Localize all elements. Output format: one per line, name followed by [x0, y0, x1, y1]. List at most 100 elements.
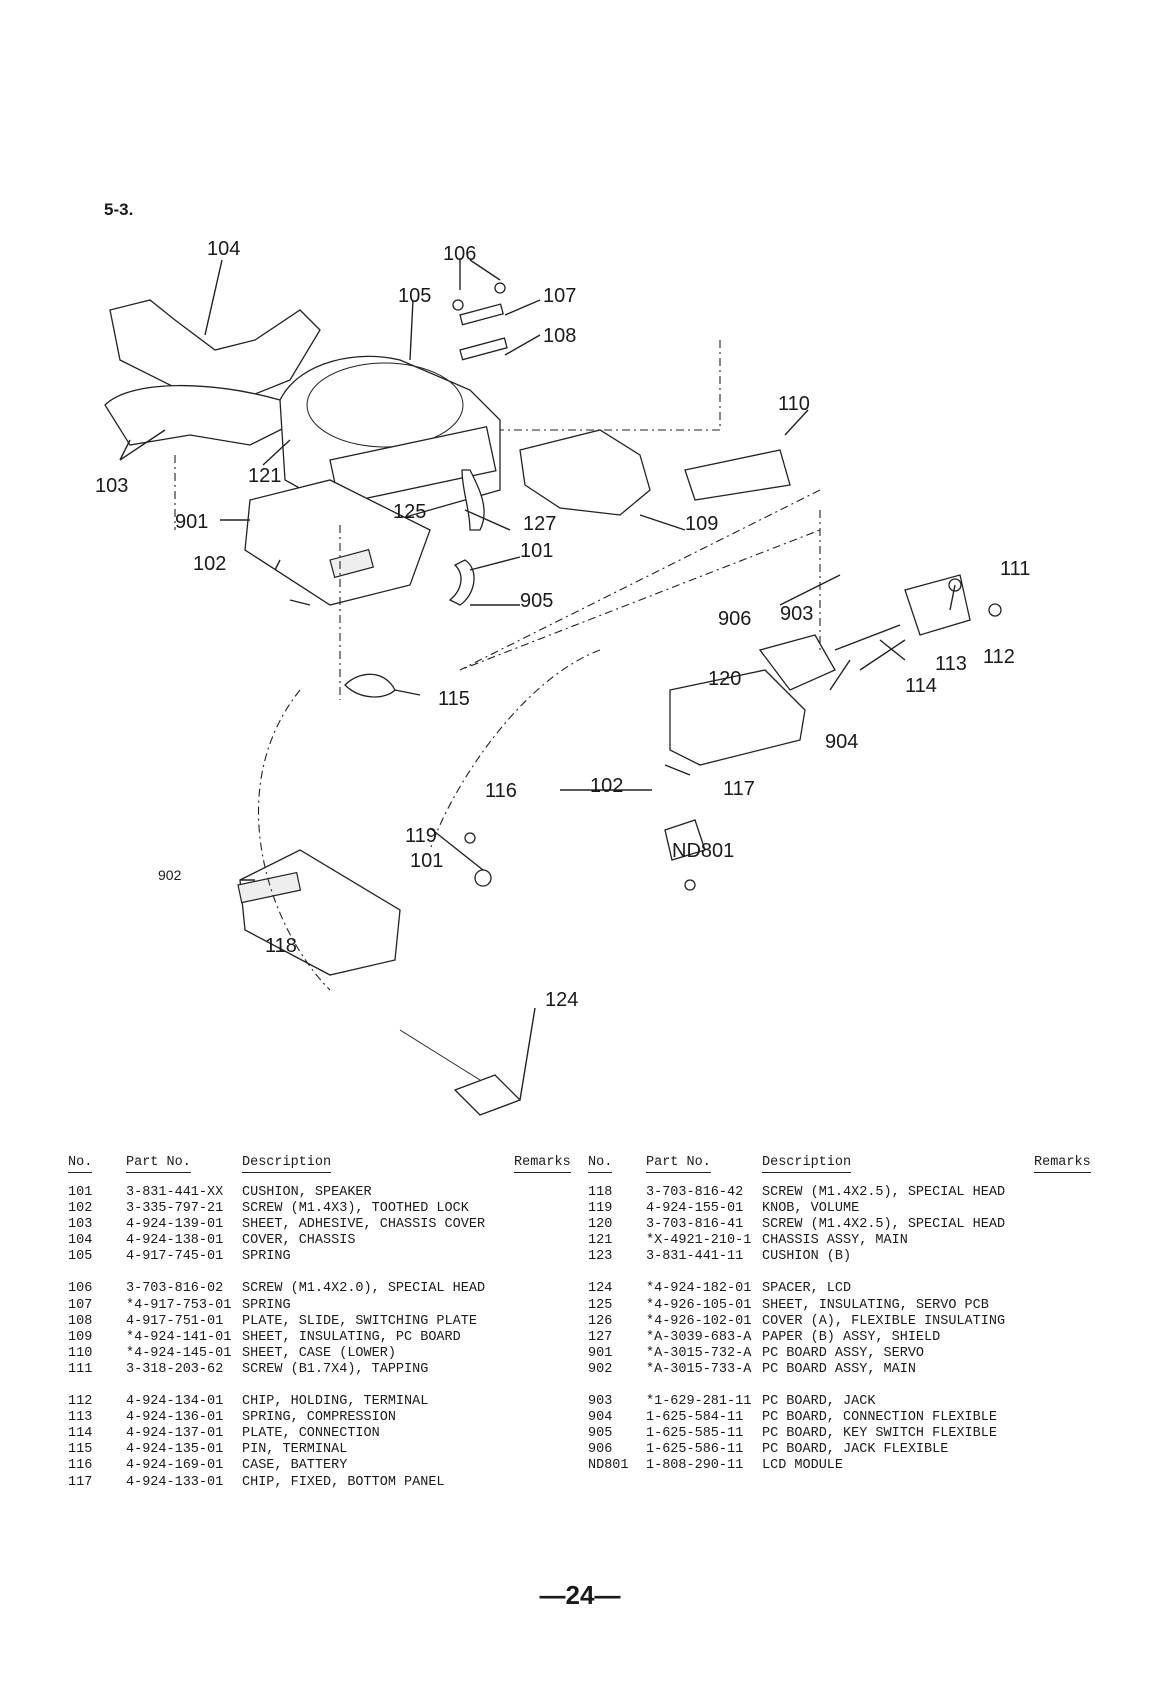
callout-903: 903	[780, 603, 813, 625]
part-number: *X-4921-210-1	[646, 1233, 752, 1249]
callout-906: 906	[718, 608, 751, 630]
table-row: 116 4-924-169-01 CASE, BATTERY	[68, 1458, 580, 1474]
table-header: No. Part No. Description Remarks	[588, 1155, 1108, 1175]
screw-118	[684, 879, 696, 891]
part-number: *4-924-141-01	[126, 1329, 232, 1345]
part-number: 4-924-169-01	[126, 1458, 224, 1474]
callout-101b: 119	[405, 825, 437, 847]
main-pcb-part	[239, 849, 401, 976]
ref-number: 903	[588, 1394, 613, 1410]
callout-905: 905	[520, 590, 553, 612]
part-description: COVER, CHASSIS	[242, 1233, 356, 1249]
part-description: SHEET, INSULATING, PC BOARD	[242, 1329, 461, 1345]
section-number: 5-3.	[104, 200, 134, 219]
part-number: *1-629-281-11	[646, 1394, 752, 1410]
ref-number: 125	[588, 1297, 613, 1313]
part-number: *4-924-182-01	[646, 1281, 752, 1297]
callout-124: 118	[265, 935, 297, 957]
callout-121: 121	[248, 465, 281, 487]
ref-number: 127	[588, 1329, 613, 1345]
callout-108: 108	[543, 325, 576, 347]
part-description: LCD MODULE	[762, 1458, 844, 1474]
ref-number: 105	[68, 1249, 93, 1265]
ref-number: 102	[68, 1201, 93, 1217]
callout-107: 107	[543, 285, 576, 307]
part-description: COVER (A), FLEXIBLE INSULATING	[762, 1313, 1006, 1329]
callout-nd801: 902	[158, 867, 182, 883]
part-number: 3-831-441-11	[646, 1249, 744, 1265]
part-number: 4-917-751-01	[126, 1313, 224, 1329]
callout-901: 901	[175, 511, 208, 533]
ref-number: 116	[68, 1458, 93, 1474]
parts-table-body: 118 3-703-816-42 SCREW (M1.4X2.5), SPECIAL…	[588, 1185, 1108, 1475]
ref-number: 106	[68, 1281, 93, 1297]
shield-paper-part	[461, 469, 485, 531]
part-number: 4-924-135-01	[126, 1442, 224, 1458]
parts-table-right: No. Part No. Description Remarks 118 3-70…	[588, 1155, 1108, 1475]
callout-104: 104	[207, 238, 240, 260]
ref-number: 906	[588, 1442, 613, 1458]
part-description: CHASSIS ASSY, MAIN	[762, 1233, 908, 1249]
part-description: CASE, BATTERY	[242, 1458, 348, 1474]
part-number: 1-625-586-11	[646, 1442, 744, 1458]
group-spacer	[68, 1378, 580, 1394]
battery-case-part	[669, 669, 806, 766]
part-number: 4-924-134-01	[126, 1394, 224, 1410]
ref-number: 104	[68, 1233, 93, 1249]
ref-number: 901	[588, 1345, 613, 1361]
ref-number: 117	[68, 1474, 93, 1490]
callout-102a: 102	[193, 553, 226, 575]
part-description: CHIP, HOLDING, TERMINAL	[242, 1394, 429, 1410]
part-number: 4-924-137-01	[126, 1426, 224, 1442]
callout-125: 125	[393, 501, 426, 523]
callout-113: 113	[935, 653, 967, 675]
part-number: 4-924-133-01	[126, 1474, 224, 1490]
part-description: SCREW (M1.4X2.5), SPECIAL HEAD	[762, 1185, 1006, 1200]
callout-127: 127	[523, 513, 556, 535]
part-description: SHEET, ADHESIVE, CHASSIS COVER	[242, 1217, 486, 1233]
header-remarks: Remarks	[1034, 1155, 1091, 1174]
part-description: PLATE, CONNECTION	[242, 1426, 380, 1442]
callout-118: ND801	[672, 840, 734, 862]
part-description: PC BOARD, KEY SWITCH FLEXIBLE	[762, 1426, 997, 1442]
callout-109: 109	[685, 513, 718, 535]
callout-904: 115	[438, 688, 470, 710]
part-number: *4-926-105-01	[646, 1297, 752, 1313]
callout-103: 103	[95, 475, 128, 497]
part-number: *A-3015-732-A	[646, 1345, 752, 1361]
callout-111: 111	[1000, 558, 1030, 580]
insulating-sheet-part	[519, 429, 651, 516]
part-description: SHEET, INSULATING, SERVO PCB	[762, 1297, 989, 1313]
key-switch-flex-part	[448, 559, 475, 606]
part-number: 4-924-139-01	[126, 1217, 224, 1233]
part-description: PC BOARD, CONNECTION FLEXIBLE	[762, 1410, 997, 1426]
part-number: 3-703-816-42	[646, 1185, 744, 1200]
ref-number: 115	[68, 1442, 93, 1458]
ref-number: 124	[588, 1281, 613, 1297]
callout-114: 114	[905, 675, 937, 697]
ref-number: 118	[588, 1185, 613, 1200]
header-no: No.	[68, 1155, 93, 1174]
header-part-no: Part No.	[126, 1155, 191, 1174]
ref-number: ND801	[588, 1458, 629, 1474]
part-description: KNOB, VOLUME	[762, 1201, 860, 1217]
callout-117: 102	[590, 775, 623, 797]
part-number: *4-917-753-01	[126, 1297, 232, 1313]
part-description: PC BOARD ASSY, SERVO	[762, 1345, 925, 1361]
part-number: 3-318-203-62	[126, 1361, 224, 1377]
lcd-module-part	[237, 871, 302, 904]
ref-number: 113	[68, 1410, 93, 1426]
page-number: —24—	[539, 1580, 621, 1610]
